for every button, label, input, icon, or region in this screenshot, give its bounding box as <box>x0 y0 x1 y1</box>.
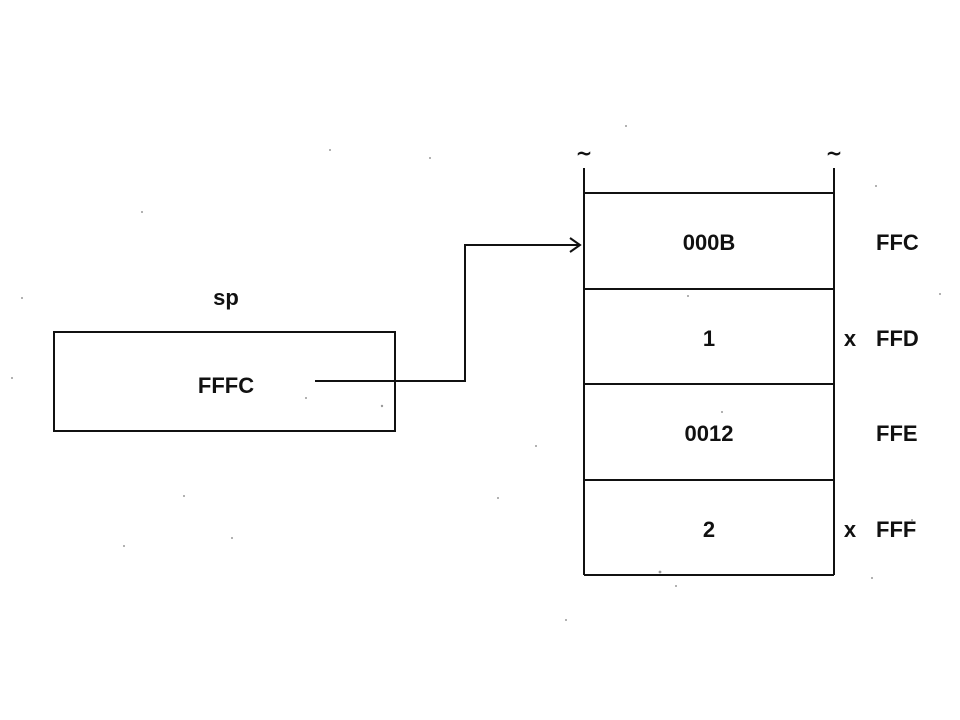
stack-cell-value: 1 <box>703 326 715 351</box>
stack-cell-value: 000B <box>683 230 736 255</box>
stack-cell-address: FFF <box>876 517 916 542</box>
pointer-arrow-head <box>569 237 582 253</box>
stack-cell-value: 2 <box>703 517 715 542</box>
sp-value: FFFC <box>198 373 254 398</box>
stack-cell-marker: x <box>844 326 857 351</box>
stack-cell-address: FFC <box>876 230 919 255</box>
stack-cell-marker: x <box>844 517 857 542</box>
stack-break-mark-left: ~ <box>576 141 593 165</box>
stack-cell-value: 0012 <box>685 421 734 446</box>
stack-cell-address: FFE <box>876 421 918 446</box>
pointer-arrow-line <box>315 244 578 382</box>
scan-noise <box>11 125 941 621</box>
sp-label: sp <box>213 285 239 310</box>
stack-cell-address: FFD <box>876 326 919 351</box>
stack-break-mark-right: ~ <box>826 141 843 165</box>
